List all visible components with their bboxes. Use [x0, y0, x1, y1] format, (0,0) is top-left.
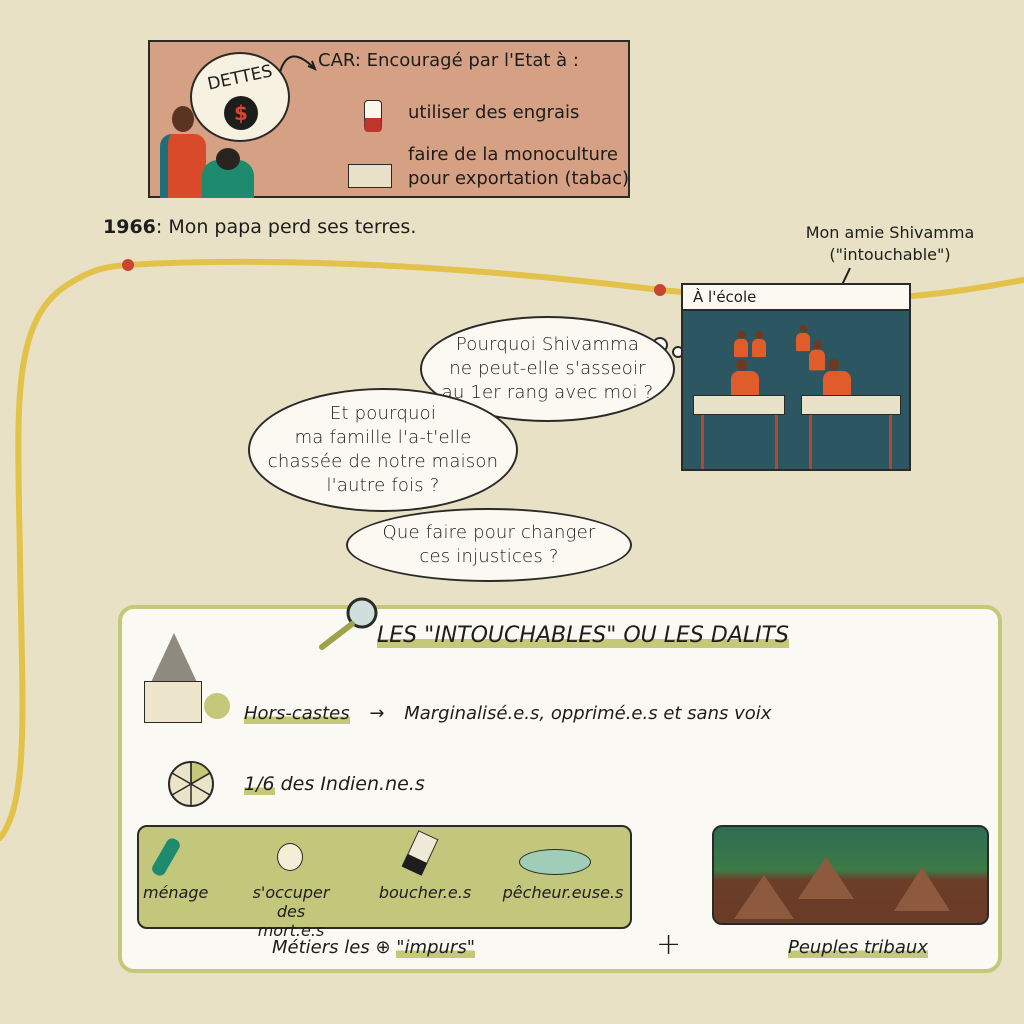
fertilizer-text: utiliser des engrais	[408, 102, 580, 123]
impure-jobs-box: ménage s'occuper des mort.e.s boucher.e.…	[137, 825, 632, 940]
fraction-text: des Indien.ne.s	[280, 773, 425, 795]
event-text: : Mon papa perd ses terres.	[155, 216, 417, 238]
desk	[693, 395, 785, 415]
timeline-event-1966: 1966: Mon papa perd ses terres.	[103, 216, 416, 238]
box-icon	[144, 681, 202, 723]
thought-1-line-2: ne peut-elle s'asseoir	[449, 358, 646, 379]
section-title: LES "INTOUCHABLES" OU LES DALITS	[377, 623, 789, 648]
thought-2-line-1: Et pourquoi	[329, 403, 437, 424]
annotation-line-1: Mon amie Shivamma	[805, 223, 975, 242]
tribes-caption: Peuples tribaux	[788, 937, 928, 958]
job-funerals: s'occuper des mort.e.s	[252, 883, 330, 940]
arrow-icon	[279, 55, 317, 73]
thought-bubble-3: Que faire pour changer ces injustices ?	[346, 508, 632, 582]
timeline-dot-1966	[122, 259, 134, 271]
thought-1-line-3: au 1er rang avec moi ?	[441, 382, 654, 403]
spray-bottle-icon	[364, 100, 382, 132]
monoculture-text: faire de la monoculture	[408, 144, 618, 165]
reason-text: CAR: Encouragé par l'Etat à :	[318, 50, 579, 71]
friend-annotation: Mon amie Shivamma ("intouchable")	[790, 222, 990, 266]
magnifier-icon	[319, 597, 378, 650]
jobs-caption-highlight: "impurs"	[396, 937, 475, 958]
annotation-line-2: ("intouchable")	[829, 245, 951, 264]
thought-3-line-1: Que faire pour changer	[382, 522, 596, 543]
dalits-info-panel: LES "INTOUCHABLES" OU LES DALITS Hors-ca…	[118, 597, 1002, 973]
job-menage: ménage	[143, 883, 209, 902]
tribal-village-illustration	[712, 825, 989, 925]
job-butchers: boucher.e.s	[378, 883, 472, 902]
year-label: 1966	[103, 216, 156, 238]
fish-icon	[519, 849, 591, 875]
jobs-caption-prefix: Métiers les	[272, 937, 370, 958]
arrow-icon: →	[369, 703, 385, 724]
father-illustration	[202, 148, 254, 198]
plus-circle-icon: ⊕	[375, 937, 391, 958]
desk	[801, 395, 901, 415]
debts-label: DETTES	[205, 61, 275, 95]
thought-2-line-3: chassée de notre maison	[267, 451, 499, 472]
fraction-value: 1/6	[244, 773, 275, 795]
cleaver-icon	[401, 830, 439, 876]
skull-icon	[277, 843, 303, 871]
thought-2-line-2: ma famille l'a-t'elle	[294, 427, 472, 448]
jobs-caption: Métiers les ⊕ "impurs"	[272, 937, 475, 958]
export-text: pour exportation (tabac)	[408, 168, 629, 189]
hors-castes-label: Hors-castes	[244, 703, 350, 724]
fraction-row: 1/6 des Indien.ne.s	[244, 773, 425, 795]
brush-icon	[149, 836, 183, 878]
pie-sixth-icon	[168, 761, 214, 807]
debts-thought-bubble: DETTES $	[190, 52, 290, 142]
debts-panel: DETTES $ CAR: Encouragé par l'Etat à : u…	[148, 40, 630, 198]
school-panel: À l'école	[681, 283, 911, 471]
hors-castes-row: Hors-castes → Marginalisé.e.s, opprimé.e…	[244, 703, 771, 724]
sign-icon	[348, 164, 392, 188]
bomb-icon: $	[224, 96, 258, 130]
shivamma-figure	[796, 324, 810, 352]
job-fishers: pêcheur.euse.s	[502, 883, 624, 902]
people-icon	[204, 693, 230, 719]
thought-3-line-2: ces injustices ?	[419, 546, 559, 567]
thought-2-line-4: l'autre fois ?	[326, 475, 440, 496]
mother-illustration	[158, 104, 208, 198]
description-text: Marginalisé.e.s, opprimé.e.s et sans voi…	[404, 703, 772, 724]
plus-sign: +	[656, 927, 682, 962]
school-header: À l'école	[683, 285, 909, 311]
timeline-dot-school	[654, 284, 666, 296]
thought-1-line-1: Pourquoi Shivamma	[455, 334, 640, 355]
thought-bubble-2: Et pourquoi ma famille l'a-t'elle chassé…	[248, 388, 518, 512]
